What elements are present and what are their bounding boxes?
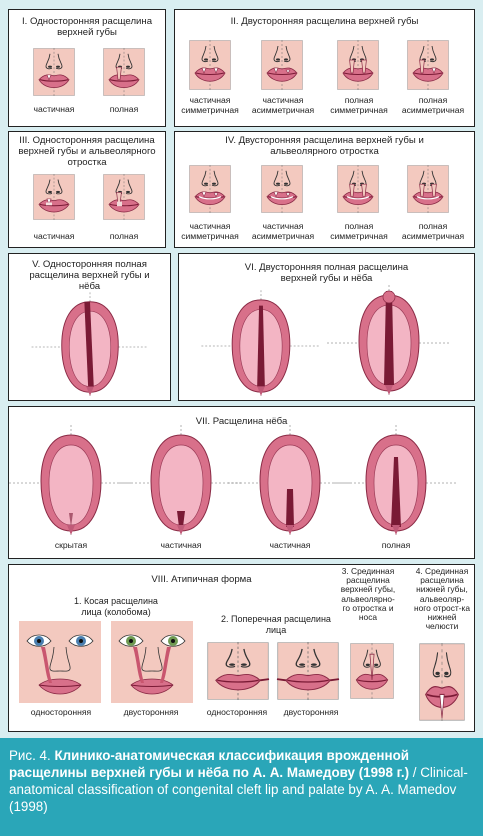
lip-figure — [407, 165, 449, 213]
lip-figure — [189, 165, 231, 213]
panel-8-sub4: 4. Срединная расщелина нижней губы, альв… — [413, 566, 471, 632]
panel-3-label: полная — [109, 231, 139, 241]
palate-figure — [228, 425, 352, 535]
palate-figure — [31, 292, 149, 396]
lip-figure — [276, 642, 340, 700]
panel-8-label: двусторонняя — [123, 707, 179, 717]
lip-figure — [261, 165, 303, 213]
panel-2-label: частичная асимметричная — [251, 95, 315, 115]
lip-figure — [33, 48, 75, 96]
panel-8: VIII. Атипичная форма 1. Косая расщелина… — [8, 564, 475, 732]
panel-2-label: полная симметричная — [330, 95, 388, 115]
panel-2-title: II. Двусторонняя расщелина верхней губы — [230, 16, 419, 27]
panel-4: IV. Двусторонняя расщелина верхней губы … — [174, 131, 475, 248]
lip-figure — [350, 643, 394, 699]
panel-4-label: полная симметричная — [330, 221, 388, 241]
panel-5: V. Односторонняя полная расщелина верхне… — [8, 253, 171, 401]
panel-4-label: частичная асимметричная — [251, 221, 315, 241]
panel-7-label: частичная — [269, 540, 311, 550]
panel-1-title: I. Односторонняя расщелина верхней губы — [21, 16, 153, 38]
panel-6: VI. Двусторонняя полная расщелина верхне… — [178, 253, 475, 401]
lip-figure — [207, 642, 270, 700]
lip-figure — [337, 165, 379, 213]
caption-title-en: / Clinical-anatomical classification of … — [9, 765, 468, 814]
lip-figure — [337, 40, 379, 90]
panel-2: II. Двусторонняя расщелина верхней губы … — [174, 9, 475, 127]
caption-prefix: Рис. 4. — [9, 748, 55, 763]
lip-figure — [189, 40, 231, 90]
panel-4-label: частичная симметричная — [181, 221, 239, 241]
panel-4-label: полная асимметричная — [401, 221, 465, 241]
lip-figure — [103, 174, 145, 220]
lip-figure — [33, 174, 75, 220]
palate-figure — [201, 290, 321, 396]
panel-5-title: V. Односторонняя полная расщелина верхне… — [29, 259, 150, 292]
panel-7: VII. Расщелина нёба скрытая частичная ча… — [8, 406, 475, 559]
panel-7-title: VII. Расщелина нёба — [195, 416, 288, 427]
panel-2-label: полная асимметричная — [401, 95, 465, 115]
palate-figure — [119, 425, 243, 535]
palate-figure — [9, 425, 133, 535]
lip-figure — [419, 643, 465, 721]
panel-1-label: частичная — [33, 104, 75, 114]
panel-8-sub3: 3. Срединная расщелина верхней губы, аль… — [340, 566, 396, 623]
panel-6-title: VI. Двусторонняя полная расщелина верхне… — [244, 262, 409, 284]
panel-8-title: VIII. Атипичная форма — [151, 574, 252, 585]
palate-figure — [334, 425, 458, 535]
panel-1: I. Односторонняя расщелина верхней губы … — [8, 9, 166, 127]
panel-3-title: III. Односторонняя расщелина верхней губ… — [18, 135, 156, 168]
figure-caption: Рис. 4. Клинико-анатомическая классифика… — [0, 738, 483, 836]
panel-3: III. Односторонняя расщелина верхней губ… — [8, 131, 166, 248]
lip-figure — [261, 40, 303, 90]
coloboma-figure — [111, 621, 193, 703]
panel-8-sub1: 1. Косая расщелина лица (колобома) — [74, 596, 158, 617]
panel-7-label: скрытая — [54, 540, 88, 550]
lip-figure — [103, 48, 145, 96]
palate-figure — [327, 285, 451, 395]
panel-4-title: IV. Двусторонняя расщелина верхней губы … — [225, 135, 424, 157]
panel-1-label: полная — [109, 104, 139, 114]
coloboma-figure — [19, 621, 101, 703]
panel-8-label: односторонняя — [30, 707, 92, 717]
panel-7-label: частичная — [160, 540, 202, 550]
lip-figure — [407, 40, 449, 90]
panel-8-label: двусторонняя — [283, 707, 339, 717]
panel-3-label: частичная — [33, 231, 75, 241]
panel-7-label: полная — [381, 540, 411, 550]
panel-8-sub2: 2. Поперечная расщелина лица — [221, 614, 331, 635]
panel-2-label: частичная симметричная — [181, 95, 239, 115]
caption-title-ru: Клинико-анатомическая классификация врож… — [9, 748, 410, 780]
panel-8-label: односторонняя — [206, 707, 268, 717]
